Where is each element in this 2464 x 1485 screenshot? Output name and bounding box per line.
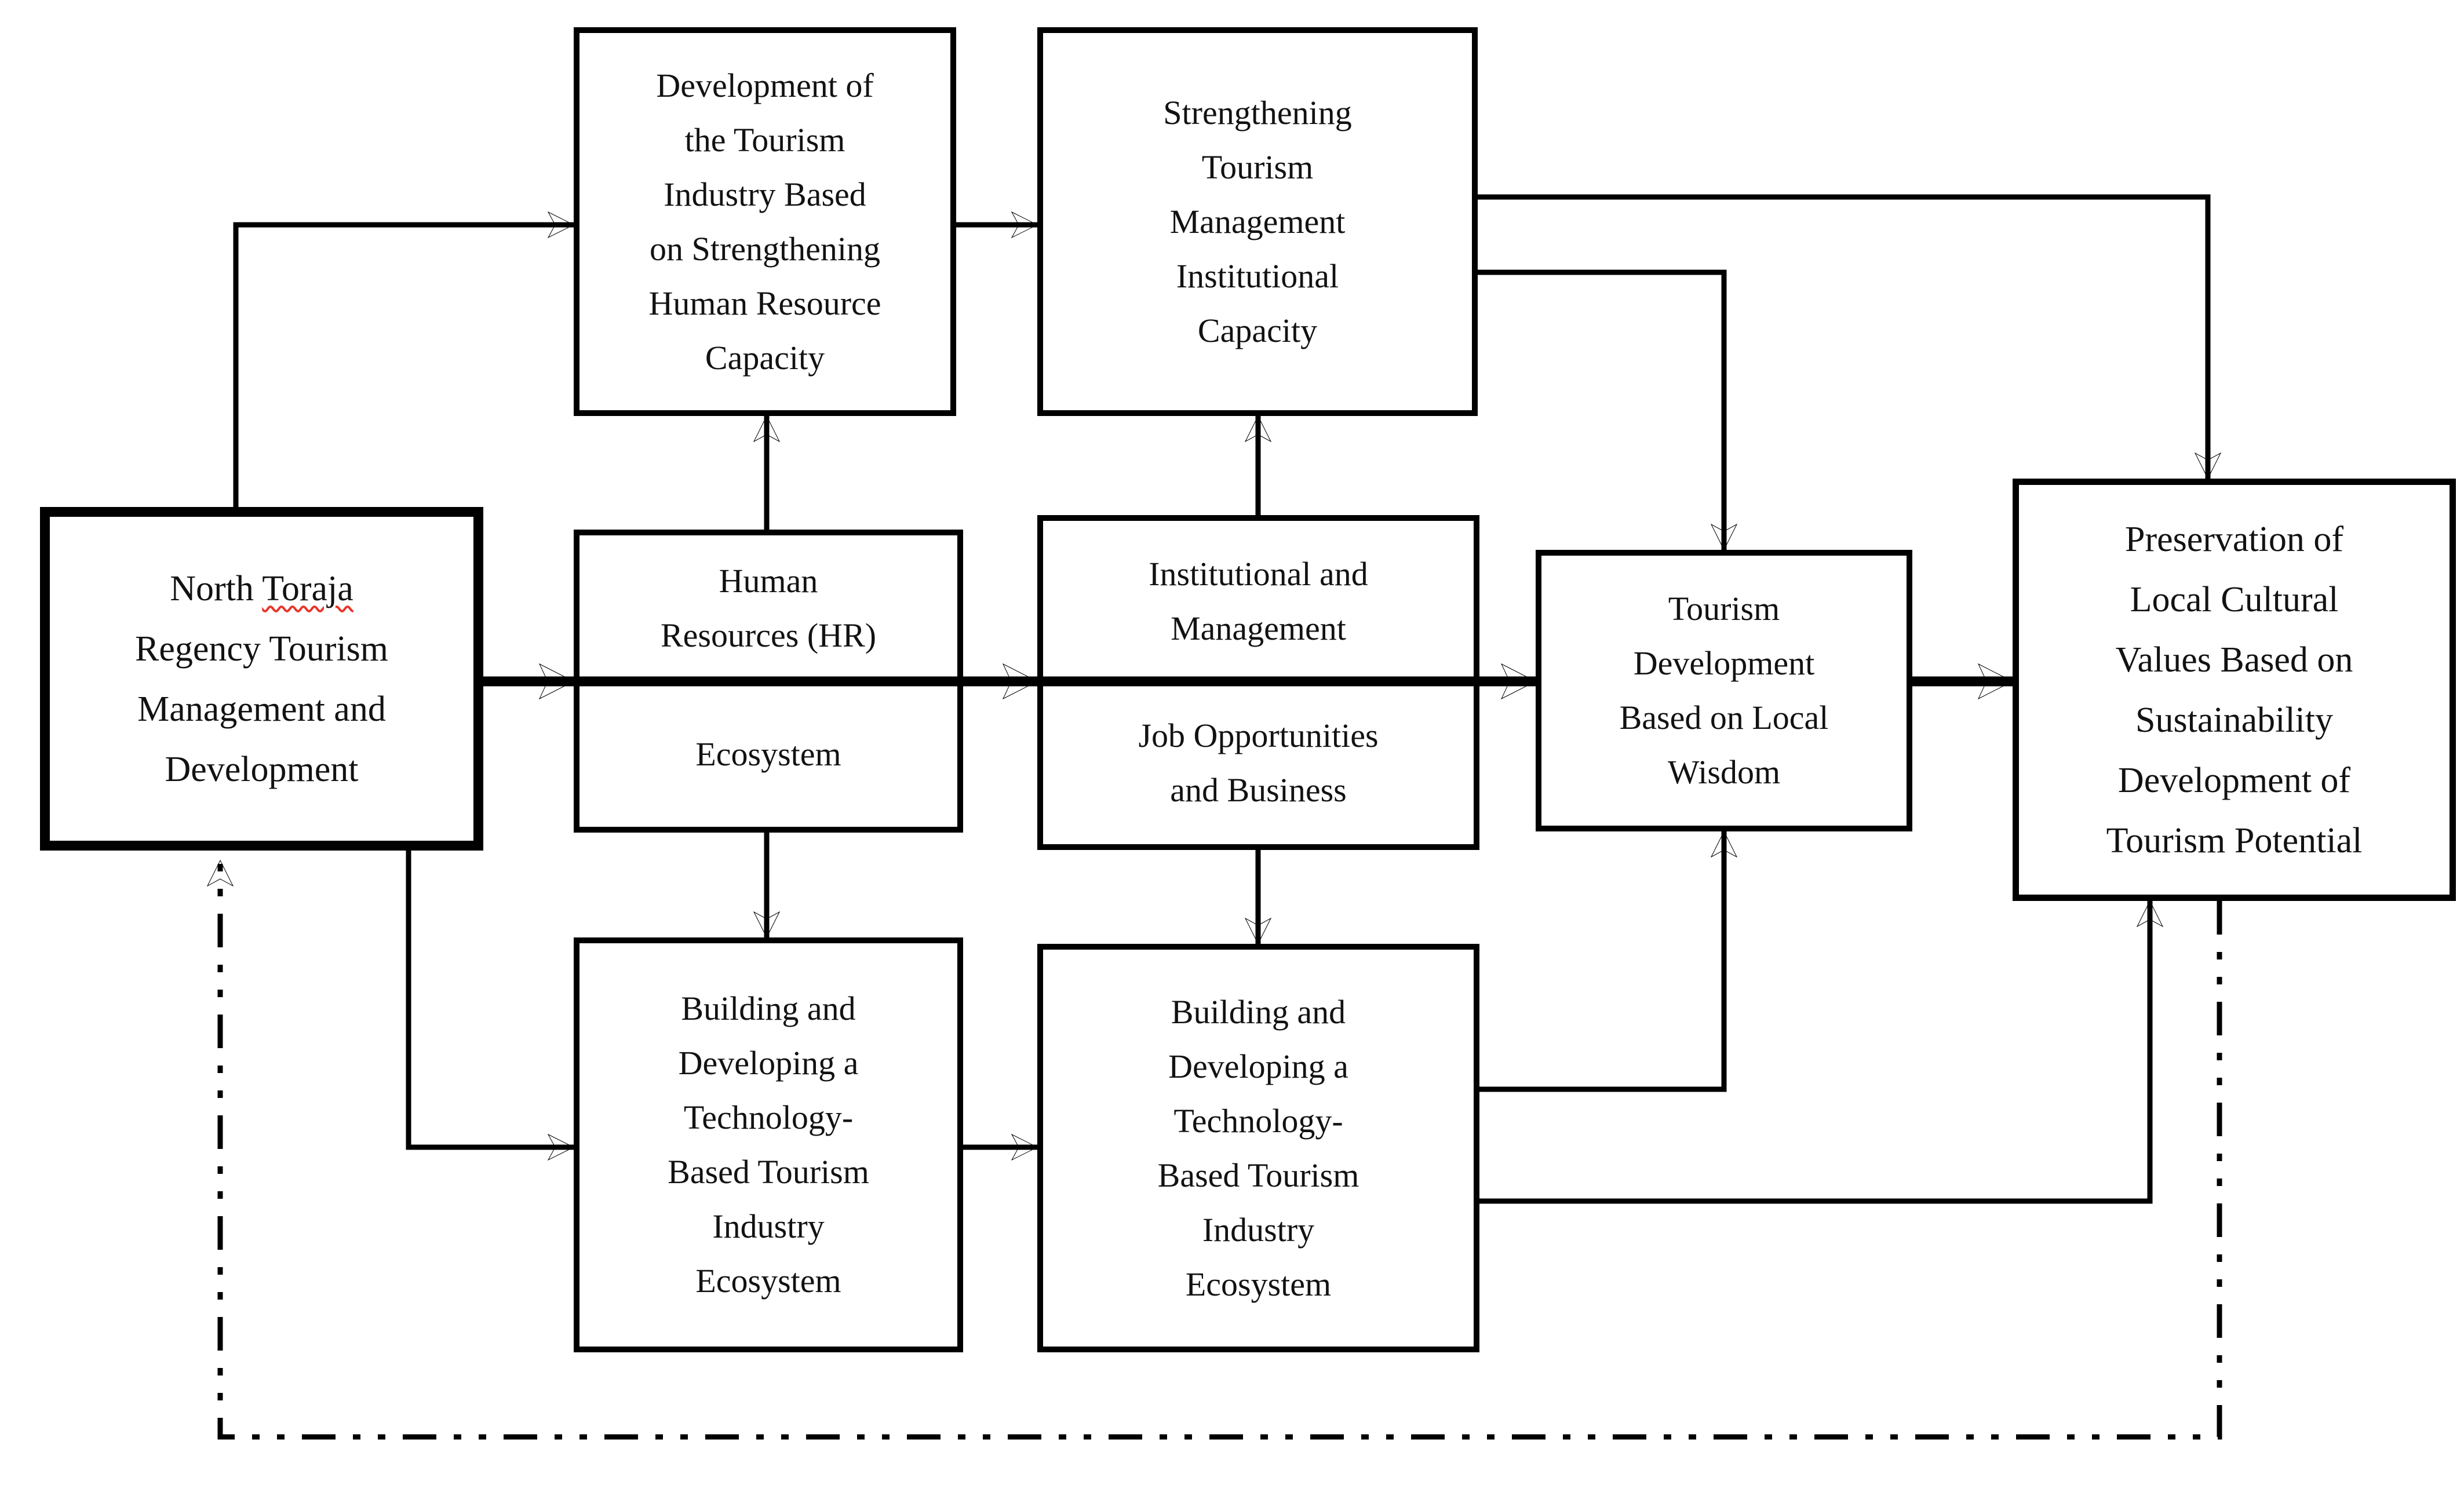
- text-line: Development of: [656, 66, 874, 104]
- text-line: Resources (HR): [660, 616, 877, 654]
- text-line: Tourism Potential: [2106, 820, 2363, 860]
- text-line: Capacity: [1197, 311, 1318, 349]
- text-line: Tourism: [1201, 148, 1314, 186]
- text-line: Institutional: [1176, 257, 1339, 295]
- text-line: Ecosystem: [695, 1262, 841, 1300]
- text-line: Management: [1171, 609, 1346, 647]
- text-line: Development of: [2117, 760, 2351, 800]
- text-line: Strengthening: [1163, 93, 1352, 132]
- arrow-tech-right-to-preservation: [1479, 901, 2150, 1204]
- text-line: Ecosystem: [695, 735, 841, 773]
- misspelled-word-toraja: Toraja: [262, 568, 353, 608]
- text-line: Sustainability: [2135, 700, 2333, 740]
- text-line: Technology-: [1173, 1101, 1343, 1140]
- institutional-lower-half: Job Opportunities and Business: [1043, 681, 1474, 844]
- text-line: Industry: [712, 1207, 825, 1245]
- text-line: Based Tourism: [668, 1153, 869, 1191]
- text-line: Values Based on: [2115, 640, 2353, 680]
- text-line: Industry: [1202, 1210, 1315, 1249]
- text-line: Regency Tourism: [134, 629, 389, 669]
- text-line: Human: [719, 562, 818, 600]
- arrow-strengthening-to-tourism-local-wisdom: [1478, 269, 1724, 550]
- text-line: Management and: [137, 689, 386, 729]
- text-line: Tourism: [1668, 590, 1780, 627]
- text-line: Job Opportunities: [1138, 716, 1379, 754]
- text-line: North Toraja: [170, 559, 353, 619]
- text-line: Industry Based: [664, 175, 866, 213]
- text-line: Based on Local: [1619, 699, 1829, 736]
- text-line: Wisdom: [1667, 753, 1781, 791]
- text-line: the Tourism: [684, 121, 845, 159]
- text-line: Development: [165, 749, 359, 789]
- text-line: Management: [1169, 202, 1346, 240]
- hr-lower-half: Ecosystem: [579, 681, 957, 827]
- arrow-north-toraja-to-tech-ecosystem-left: [406, 851, 574, 1147]
- arrow-strengthening-to-preservation: [1478, 194, 2208, 479]
- text-line: and Business: [1170, 771, 1347, 809]
- arrow-north-toraja-to-development: [233, 225, 574, 507]
- text-line: Capacity: [705, 338, 825, 377]
- text-line: Building and: [1171, 993, 1346, 1031]
- text-line: Institutional and: [1149, 554, 1368, 593]
- text-line: Preservation of: [2124, 519, 2344, 559]
- text-line: Ecosystem: [1185, 1265, 1332, 1303]
- text-line: Developing a: [678, 1044, 859, 1082]
- north-toraja-prefix: North: [170, 568, 254, 608]
- text-line: Based Tourism: [1157, 1156, 1359, 1194]
- text-line: Building and: [681, 990, 856, 1027]
- text-line: Technology-: [683, 1099, 854, 1136]
- text-line: Development: [1633, 644, 1815, 682]
- arrow-tech-right-to-tourism-local-wisdom: [1479, 831, 1724, 1092]
- text-line: Human Resource: [648, 284, 881, 322]
- text-line: Developing a: [1168, 1047, 1348, 1085]
- text-line: on Strengthening: [650, 229, 880, 268]
- text-line: Local Cultural: [2130, 579, 2339, 619]
